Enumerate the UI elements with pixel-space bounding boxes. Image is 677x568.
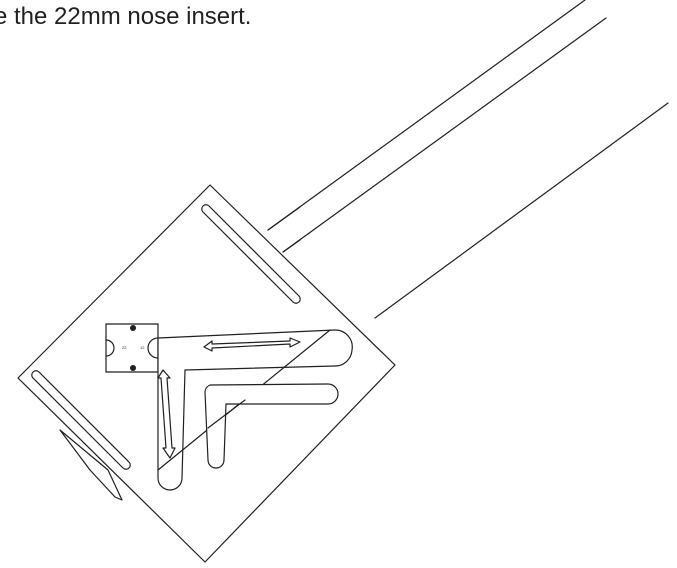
- guide-rails: [267, 0, 669, 319]
- lower-plate: [59, 429, 123, 501]
- rail-line-3: [374, 102, 669, 319]
- direction-arrows: [157, 337, 301, 459]
- instruction-caption: e the 22mm nose insert.: [0, 3, 252, 30]
- inner-l-cutout: [204, 383, 339, 469]
- insert-right-notch: [147, 337, 159, 359]
- insert-dot-top: [130, 325, 136, 331]
- insert-label-top: 22: [122, 345, 127, 350]
- l-channel-inner: [204, 383, 339, 469]
- arrow-horizontal: [203, 337, 301, 352]
- insert-label-side: 12: [140, 345, 145, 350]
- lower-plate-edge: [59, 429, 123, 501]
- edge-slots: [31, 204, 301, 470]
- top-right-slot: [201, 204, 301, 304]
- rail-over-plate-2: [282, 239, 301, 253]
- nose-insert-block: 22 12: [105, 323, 159, 373]
- inner-l-diagonal: [207, 399, 246, 429]
- insert-left-notch: [105, 339, 115, 357]
- rail-line-2: [282, 17, 607, 253]
- rail-over-plate-1: [267, 206, 301, 231]
- rail-line-1: [267, 0, 586, 231]
- insert-dot-bottom: [130, 365, 136, 371]
- l-channel: [157, 329, 353, 491]
- main-plate: [17, 184, 396, 563]
- arrow-vertical: [157, 369, 176, 459]
- plate-outline: [17, 184, 396, 563]
- bottom-left-slot: [31, 370, 131, 470]
